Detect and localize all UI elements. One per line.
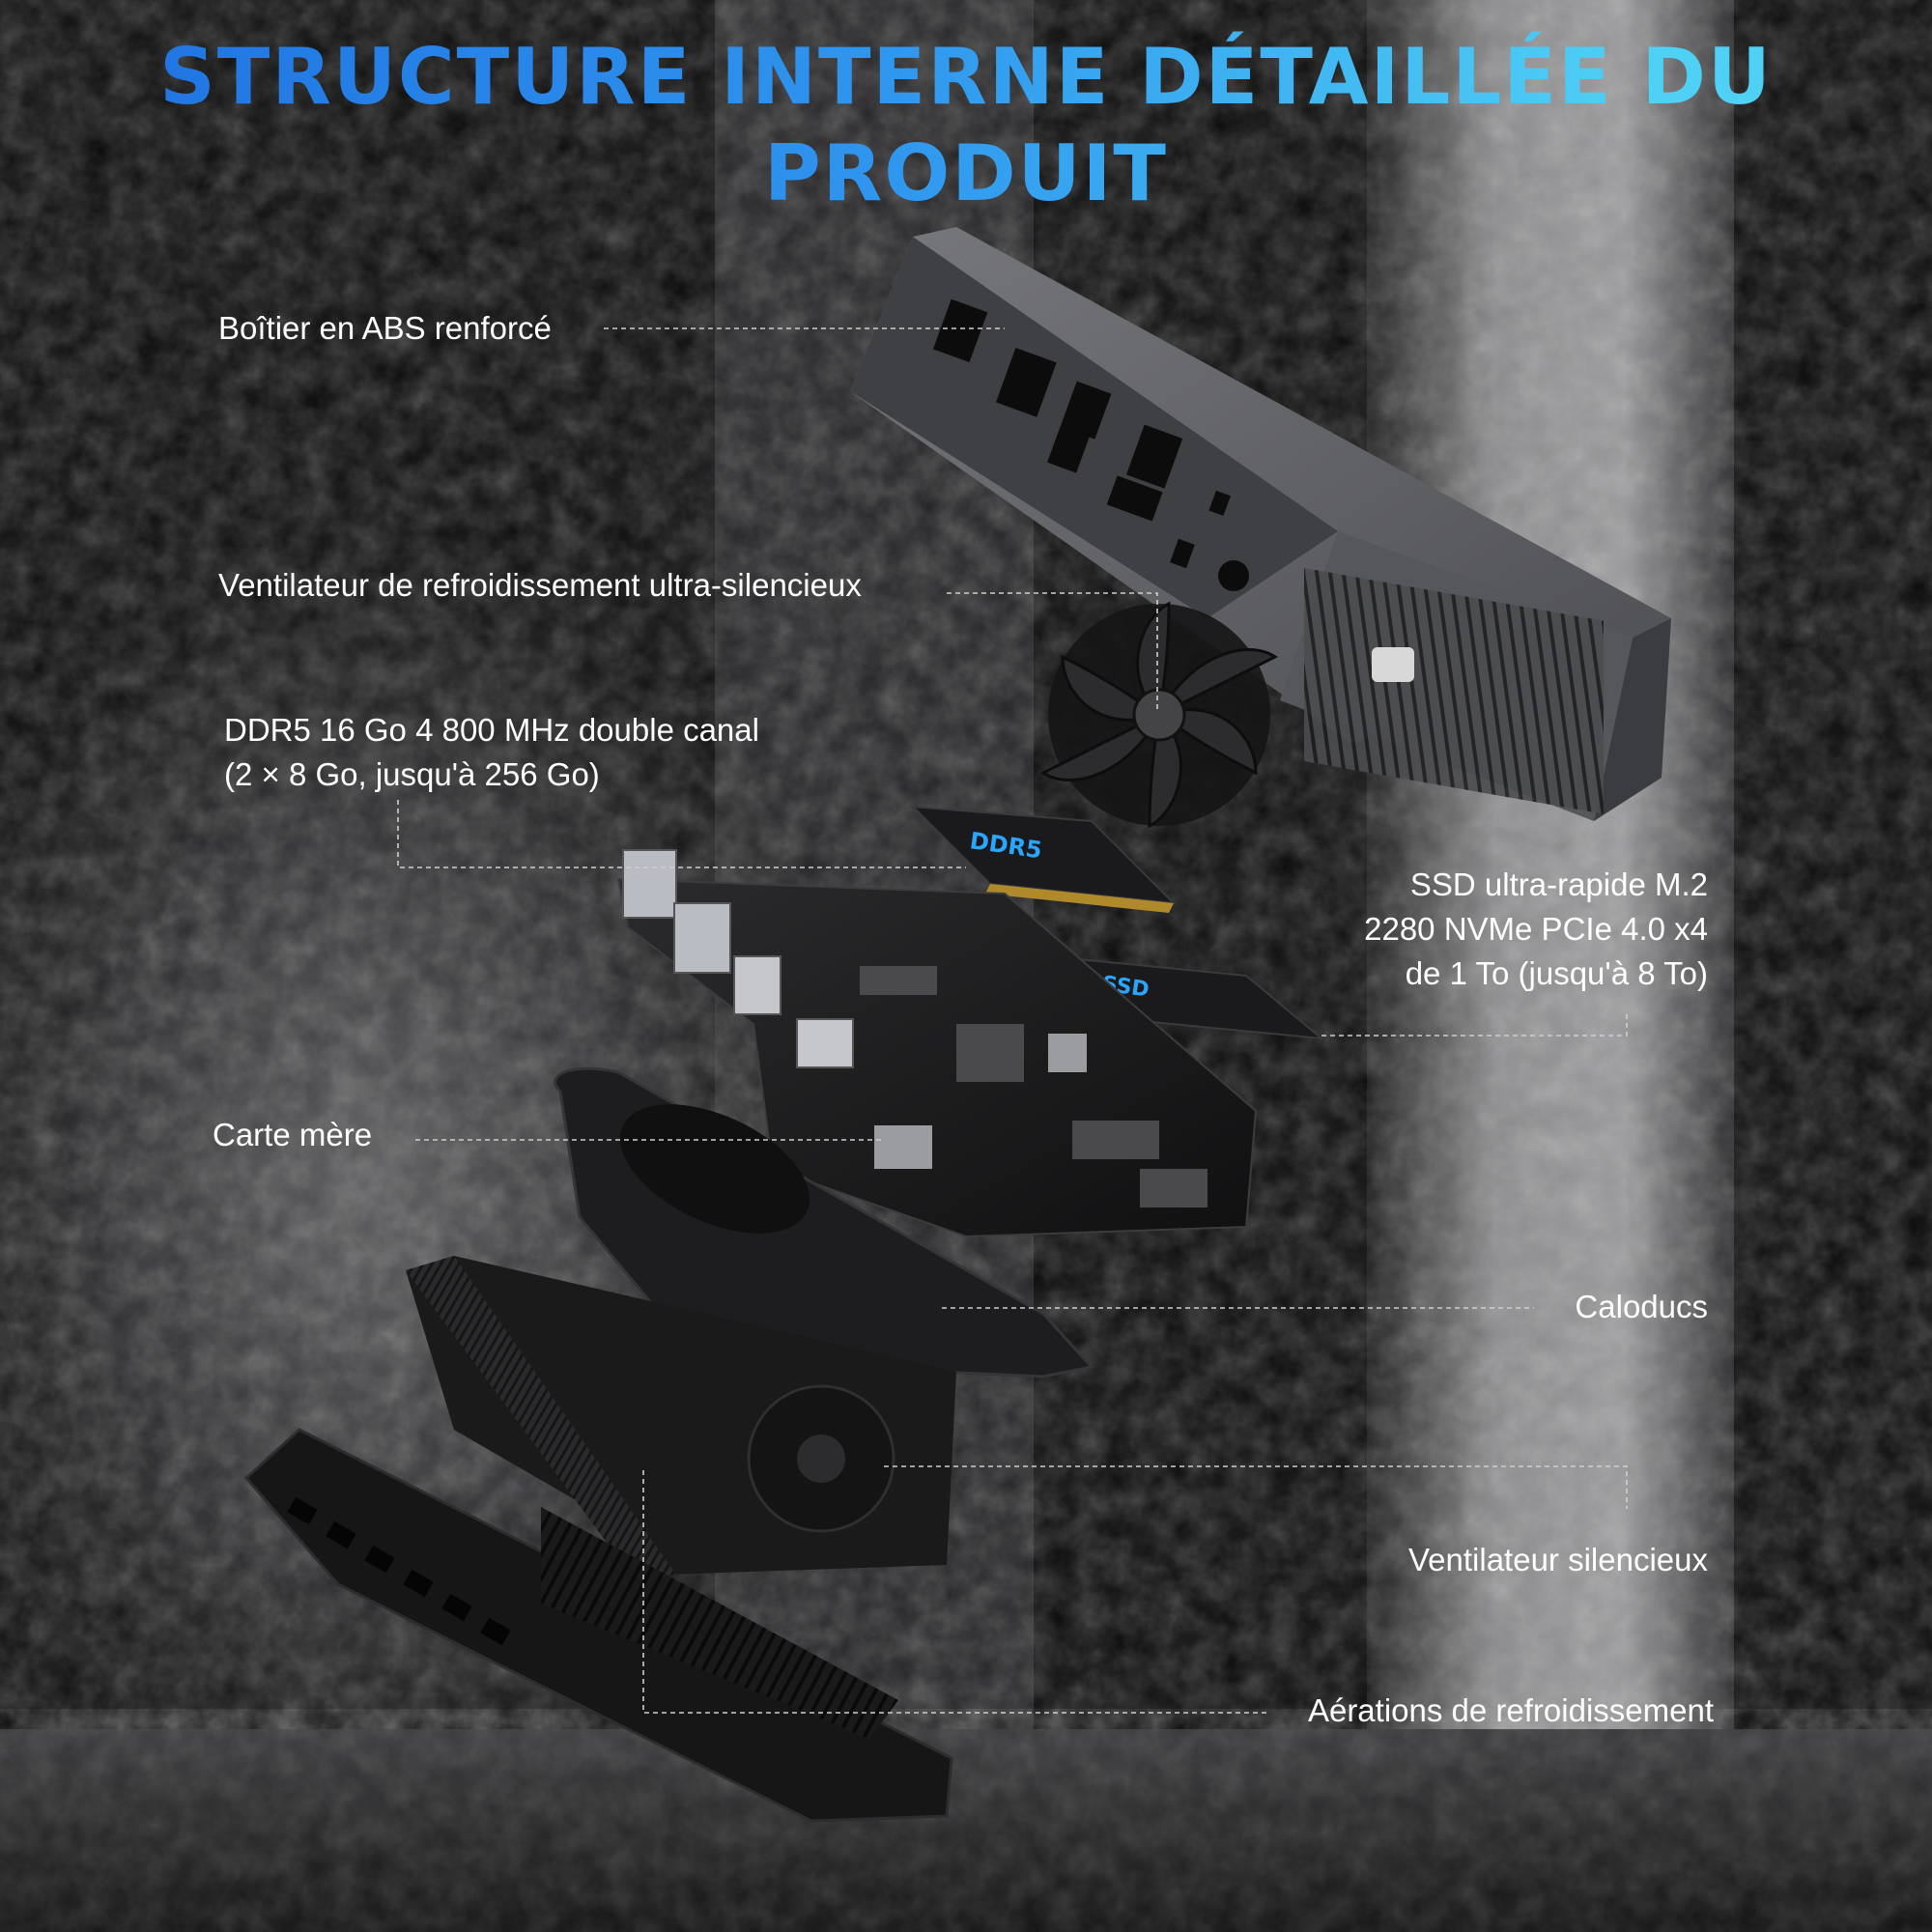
label-bottom-fan: Ventilateur silencieux	[1407, 1542, 1708, 1577]
label-case: Boîtier en ABS renforcé	[218, 310, 552, 346]
ddr5-ram-module: DDR5	[910, 805, 1177, 913]
label-vents: Aérations de refroidissement	[1307, 1692, 1714, 1728]
label-ram-line-2: (2 × 8 Go, jusqu'à 256 Go)	[224, 756, 600, 792]
label-ram-line-1: DDR5 16 Go 4 800 MHz double canal	[224, 712, 759, 748]
label-ssd-line-2: 2280 NVMe PCIe 4.0 x4	[1364, 911, 1708, 947]
label-ram: DDR5 16 Go 4 800 MHz double canal (2 × 8…	[224, 708, 759, 797]
label-ssd-line-3: de 1 To (jusqu'à 8 To)	[1405, 955, 1708, 991]
label-ssd-line-1: SSD ultra-rapide M.2	[1409, 867, 1708, 902]
label-heatpipes: Caloducs	[1575, 1289, 1708, 1324]
heatpipe-bracket	[554, 1066, 1094, 1378]
label-ssd: SSD ultra-rapide M.2 2280 NVMe PCIe 4.0 …	[1364, 863, 1708, 996]
label-top-fan: Ventilateur de refroidissement ultra-sil…	[218, 567, 862, 603]
label-motherboard: Carte mère	[213, 1117, 373, 1152]
abs-case	[850, 227, 1671, 821]
